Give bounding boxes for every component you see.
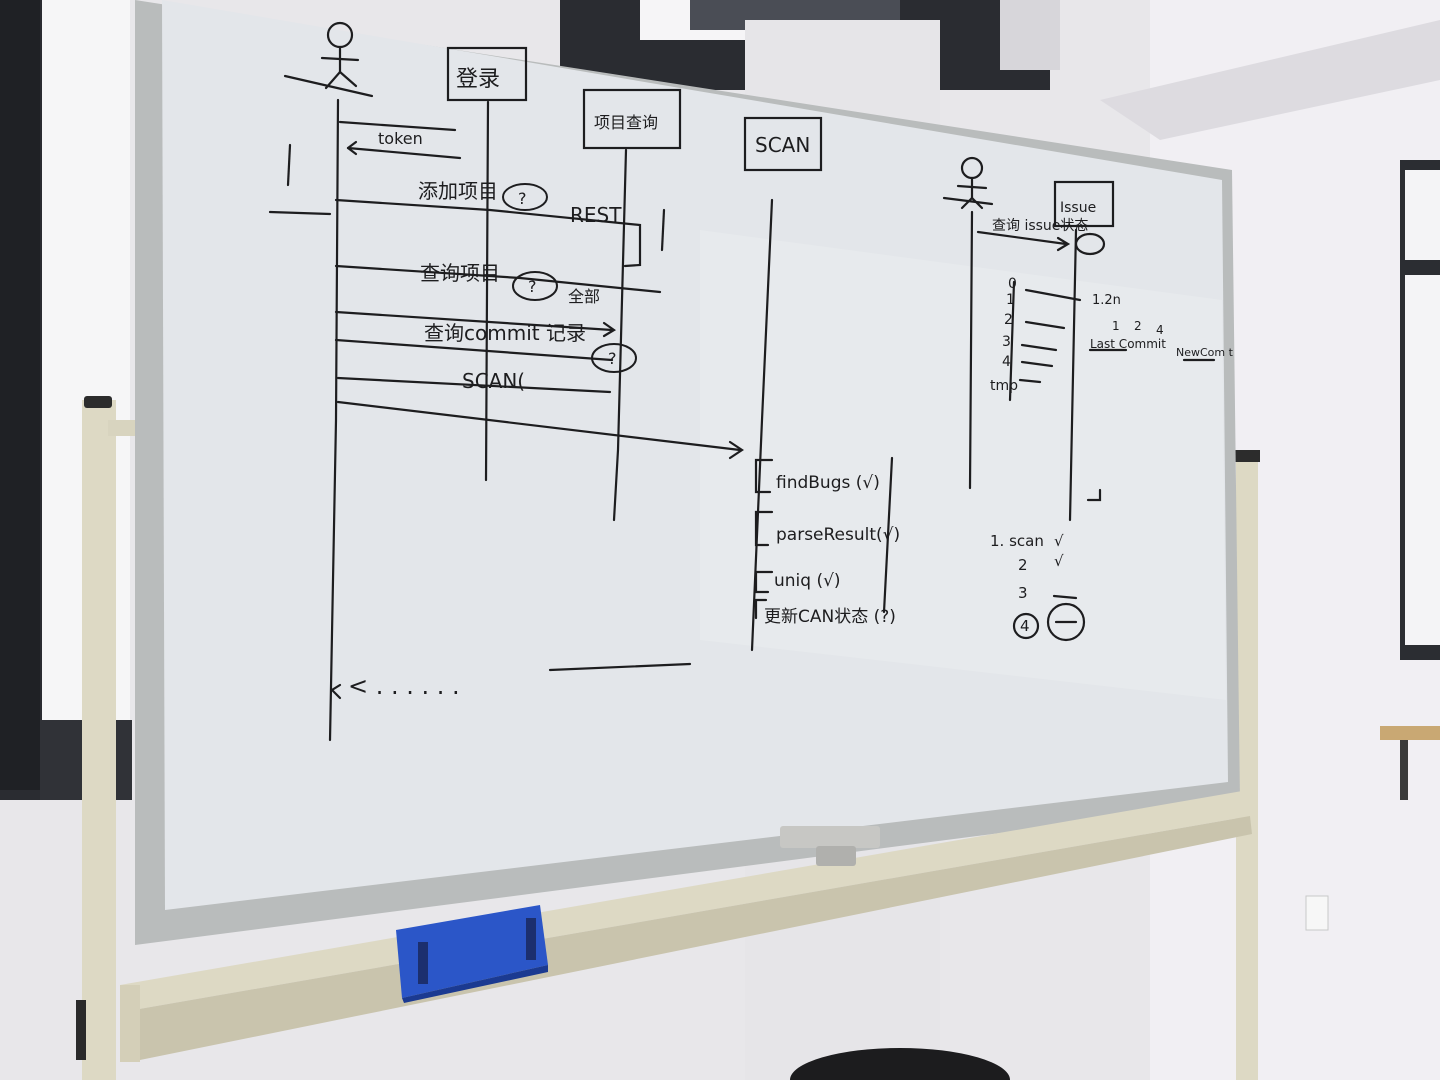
stand-left-post	[82, 396, 138, 1080]
scan-step-4: 更新CAN状态 (?)	[764, 607, 896, 627]
scan-step-2: parseResult(√)	[776, 525, 900, 545]
msg-scan-call: SCAN(	[462, 369, 525, 393]
return-dots: < . . . . . .	[348, 672, 460, 700]
msg-add-project-mark: ?	[518, 189, 527, 208]
diagram-labels: 登录 项目查询 SCAN Issue token 添加项目 ? REST 查询项…	[348, 67, 1234, 700]
header-issue: Issue	[1060, 200, 1096, 216]
issue-mark-2: √	[1054, 552, 1064, 570]
msg-query-projects-tail: 全部	[568, 287, 600, 306]
issue-circle-4: 4	[1156, 323, 1164, 337]
question-circles	[502, 183, 637, 373]
issue-circle-1: 1	[1112, 319, 1120, 333]
issue-count-2: 2	[1004, 312, 1013, 328]
issue-list-2: 2	[1018, 556, 1028, 574]
chair-back	[790, 1048, 1010, 1080]
issue-annotation: 1.2n	[1092, 293, 1121, 308]
issue-count-1: 1	[1006, 292, 1015, 308]
msg-query-commit: 查询commit 记录	[424, 321, 586, 345]
issue-circle-2: 2	[1134, 319, 1142, 333]
diagram-strokes	[268, 21, 1216, 742]
msg-rest: REST	[570, 203, 622, 227]
whiteboard-eraser[interactable]	[396, 905, 548, 1003]
header-login: 登录	[456, 67, 500, 92]
msg-add-project: 添加项目	[418, 179, 498, 203]
issue-count-3: 3	[1002, 334, 1011, 350]
issue-message: 查询 issue状态	[992, 218, 1088, 234]
scan-step-1: findBugs (√)	[776, 473, 880, 493]
issue-count-0: 0	[1008, 276, 1017, 292]
issue-new-commit: NewCom t	[1176, 346, 1234, 359]
issue-count-tmp: tmp	[990, 378, 1018, 394]
board-glare	[700, 230, 1226, 700]
issue-mark-1: √	[1054, 532, 1064, 550]
issue-count-4: 4	[1002, 354, 1011, 370]
issue-list-1: 1. scan	[990, 532, 1044, 550]
board-surface	[162, 0, 1228, 910]
header-project-query: 项目查询	[594, 113, 658, 132]
issue-list-3: 3	[1018, 584, 1028, 602]
board-clip	[780, 826, 880, 866]
issue-last-commit: Last Commit	[1090, 337, 1166, 351]
scan-step-3: uniq (√)	[774, 571, 841, 591]
stand-right-post	[1234, 450, 1260, 1080]
msg-query-projects-mark: ?	[528, 277, 537, 296]
msg-query-commit-mark: ?	[608, 349, 617, 368]
msg-token: token	[378, 129, 423, 148]
issue-list-4: 4	[1020, 617, 1030, 635]
msg-query-projects: 查询项目	[420, 261, 500, 285]
header-scan: SCAN	[755, 133, 810, 157]
